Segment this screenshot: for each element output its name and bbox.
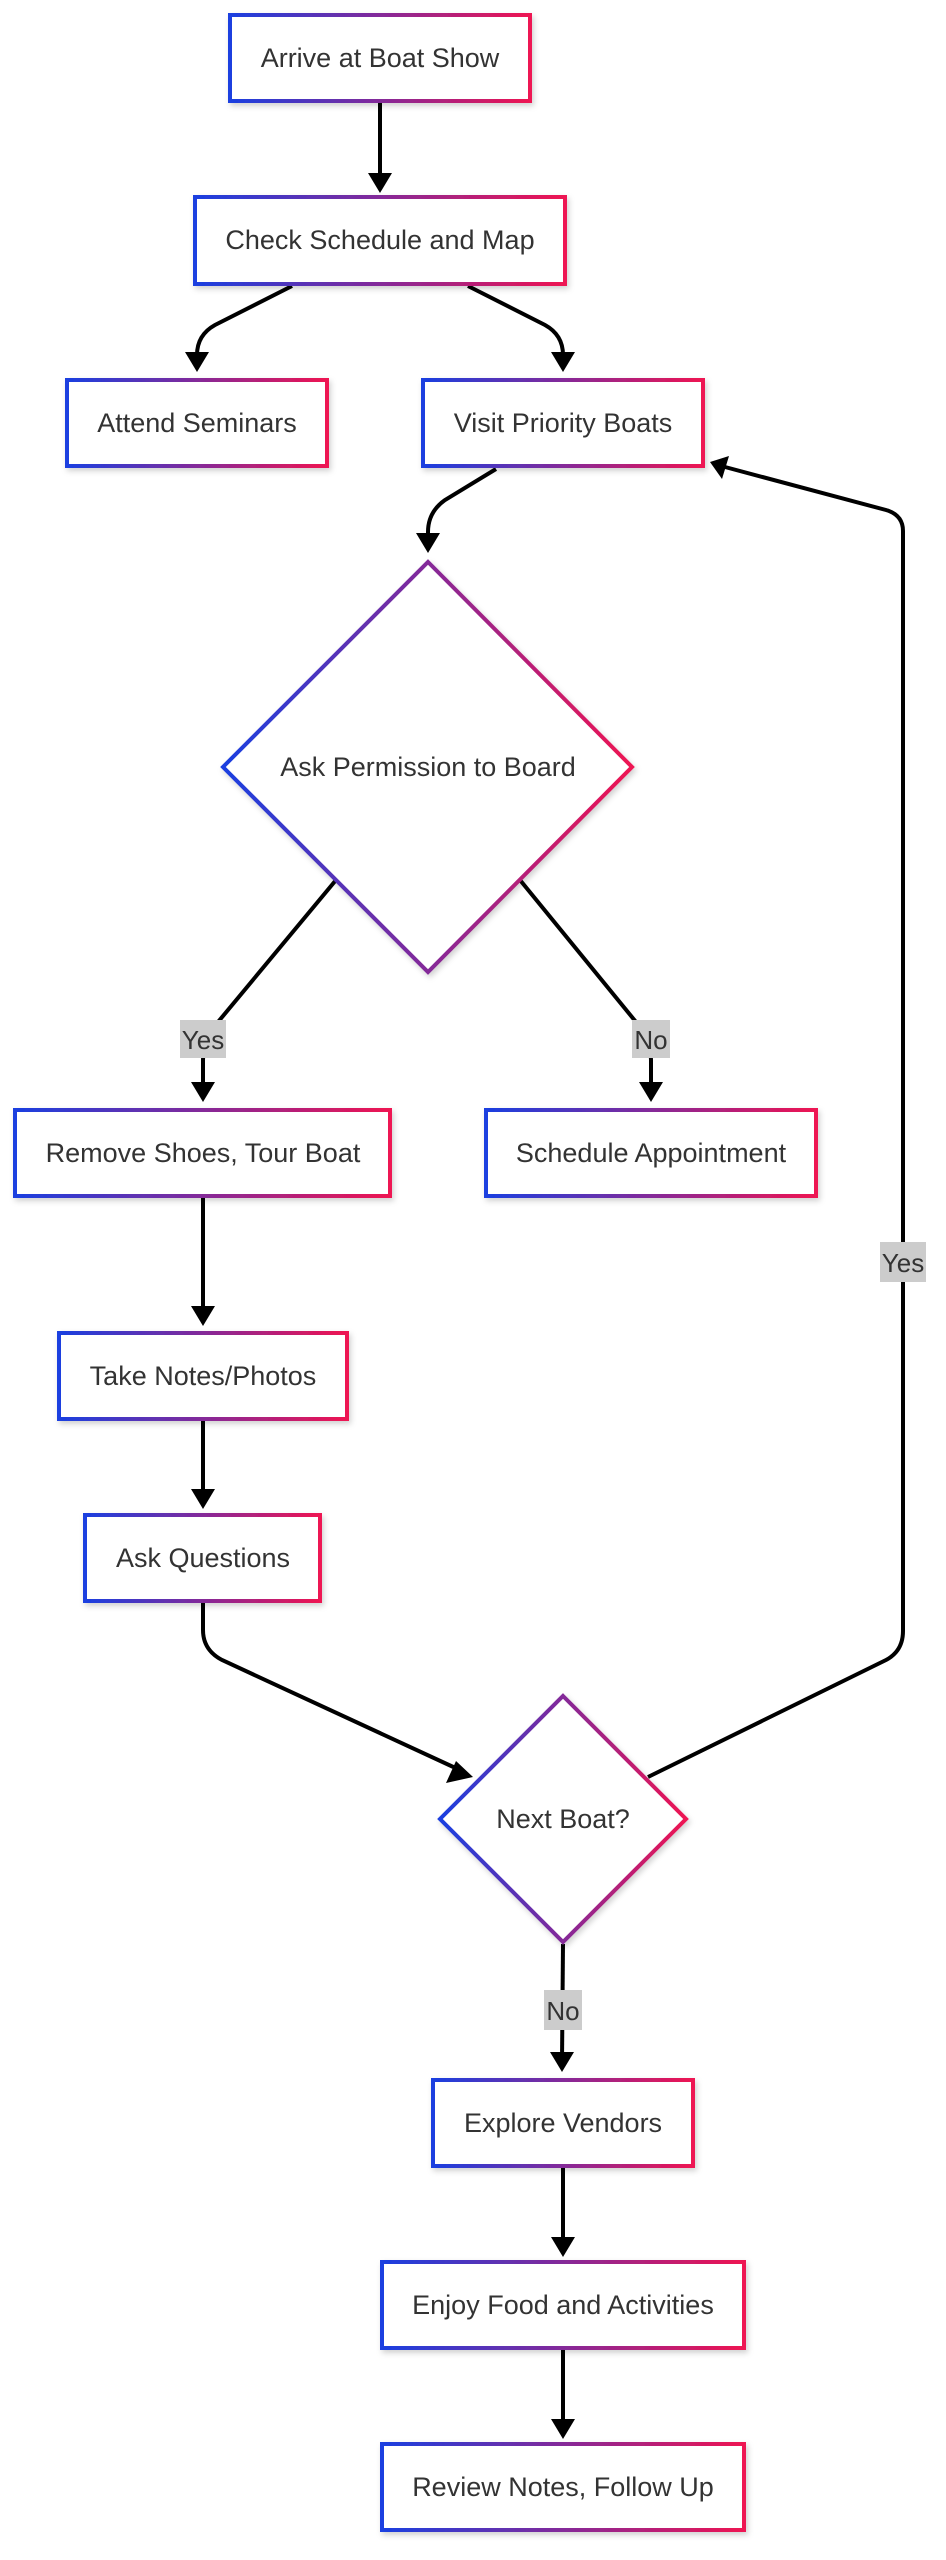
node-visit-priority-boats[interactable]: Visit Priority Boats [421,378,705,468]
node-label: Ask Permission to Board [280,752,576,782]
node-next-boat[interactable]: Next Boat? [437,1693,689,1945]
arrowhead [191,1306,215,1326]
node-take-notes-photos[interactable]: Take Notes/Photos [57,1331,349,1421]
node-enjoy-food-and-activities[interactable]: Enjoy Food and Activities [380,2260,746,2350]
node-remove-shoes-tour-boat[interactable]: Remove Shoes, Tour Boat [13,1108,392,1198]
node-label: Visit Priority Boats [454,408,673,438]
node-label: Arrive at Boat Show [261,43,500,73]
edge-label-next-no: No [544,1990,582,2030]
edge-next-boat-to-priority [647,465,905,1779]
arrowhead [551,2419,575,2439]
arrowhead [639,1082,663,1102]
edge-label-text: No [634,1025,667,1055]
node-review-notes-follow-up[interactable]: Review Notes, Follow Up [380,2442,746,2532]
arrowhead [191,1082,215,1102]
node-label: Next Boat? [496,1804,630,1834]
node-label: Ask Questions [116,1543,290,1573]
edge-labels: Yes No Yes No [180,1020,926,2030]
node-label: Enjoy Food and Activities [412,2290,714,2320]
edge-questions-to-next-boat [201,1602,463,1773]
edge-label-text: Yes [882,1248,924,1278]
node-attend-seminars[interactable]: Attend Seminars [65,378,329,468]
arrowhead [550,2052,574,2072]
node-schedule-appointment[interactable]: Schedule Appointment [484,1108,818,1198]
node-label: Remove Shoes, Tour Boat [46,1138,361,1168]
node-label: Explore Vendors [464,2108,662,2138]
node-ask-questions[interactable]: Ask Questions [83,1513,322,1603]
edge-check-to-priority [467,284,565,362]
edge-permission-to-remove-shoes [201,878,338,1090]
node-arrive-at-boat-show[interactable]: Arrive at Boat Show [228,13,532,103]
edge-label-permission-no: No [632,1020,670,1058]
node-ask-permission-to-board[interactable]: Ask Permission to Board [220,559,635,975]
node-label: Schedule Appointment [516,1138,787,1168]
edge-priority-to-permission [426,467,498,543]
edge-label-text: No [546,1996,579,2026]
node-label: Check Schedule and Map [225,225,534,255]
arrowhead [446,1761,473,1783]
node-explore-vendors[interactable]: Explore Vendors [431,2078,695,2168]
edge-check-to-seminars [195,284,293,362]
arrowhead [551,352,575,372]
edge-label-permission-yes: Yes [180,1020,226,1058]
node-label: Review Notes, Follow Up [412,2472,714,2502]
arrowhead [185,352,209,372]
node-label: Take Notes/Photos [90,1361,317,1391]
edge-label-next-yes: Yes [880,1242,926,1282]
arrowhead [710,456,729,479]
nodes: Arrive at Boat Show Check Schedule and M… [13,13,818,2532]
arrowhead [551,2237,575,2257]
node-check-schedule-and-map[interactable]: Check Schedule and Map [193,195,567,286]
arrowhead [191,1489,215,1509]
arrowhead [416,533,440,553]
edge-permission-to-schedule [518,878,653,1090]
node-label: Attend Seminars [97,408,297,438]
arrowhead [368,173,392,193]
edge-label-text: Yes [182,1025,224,1055]
